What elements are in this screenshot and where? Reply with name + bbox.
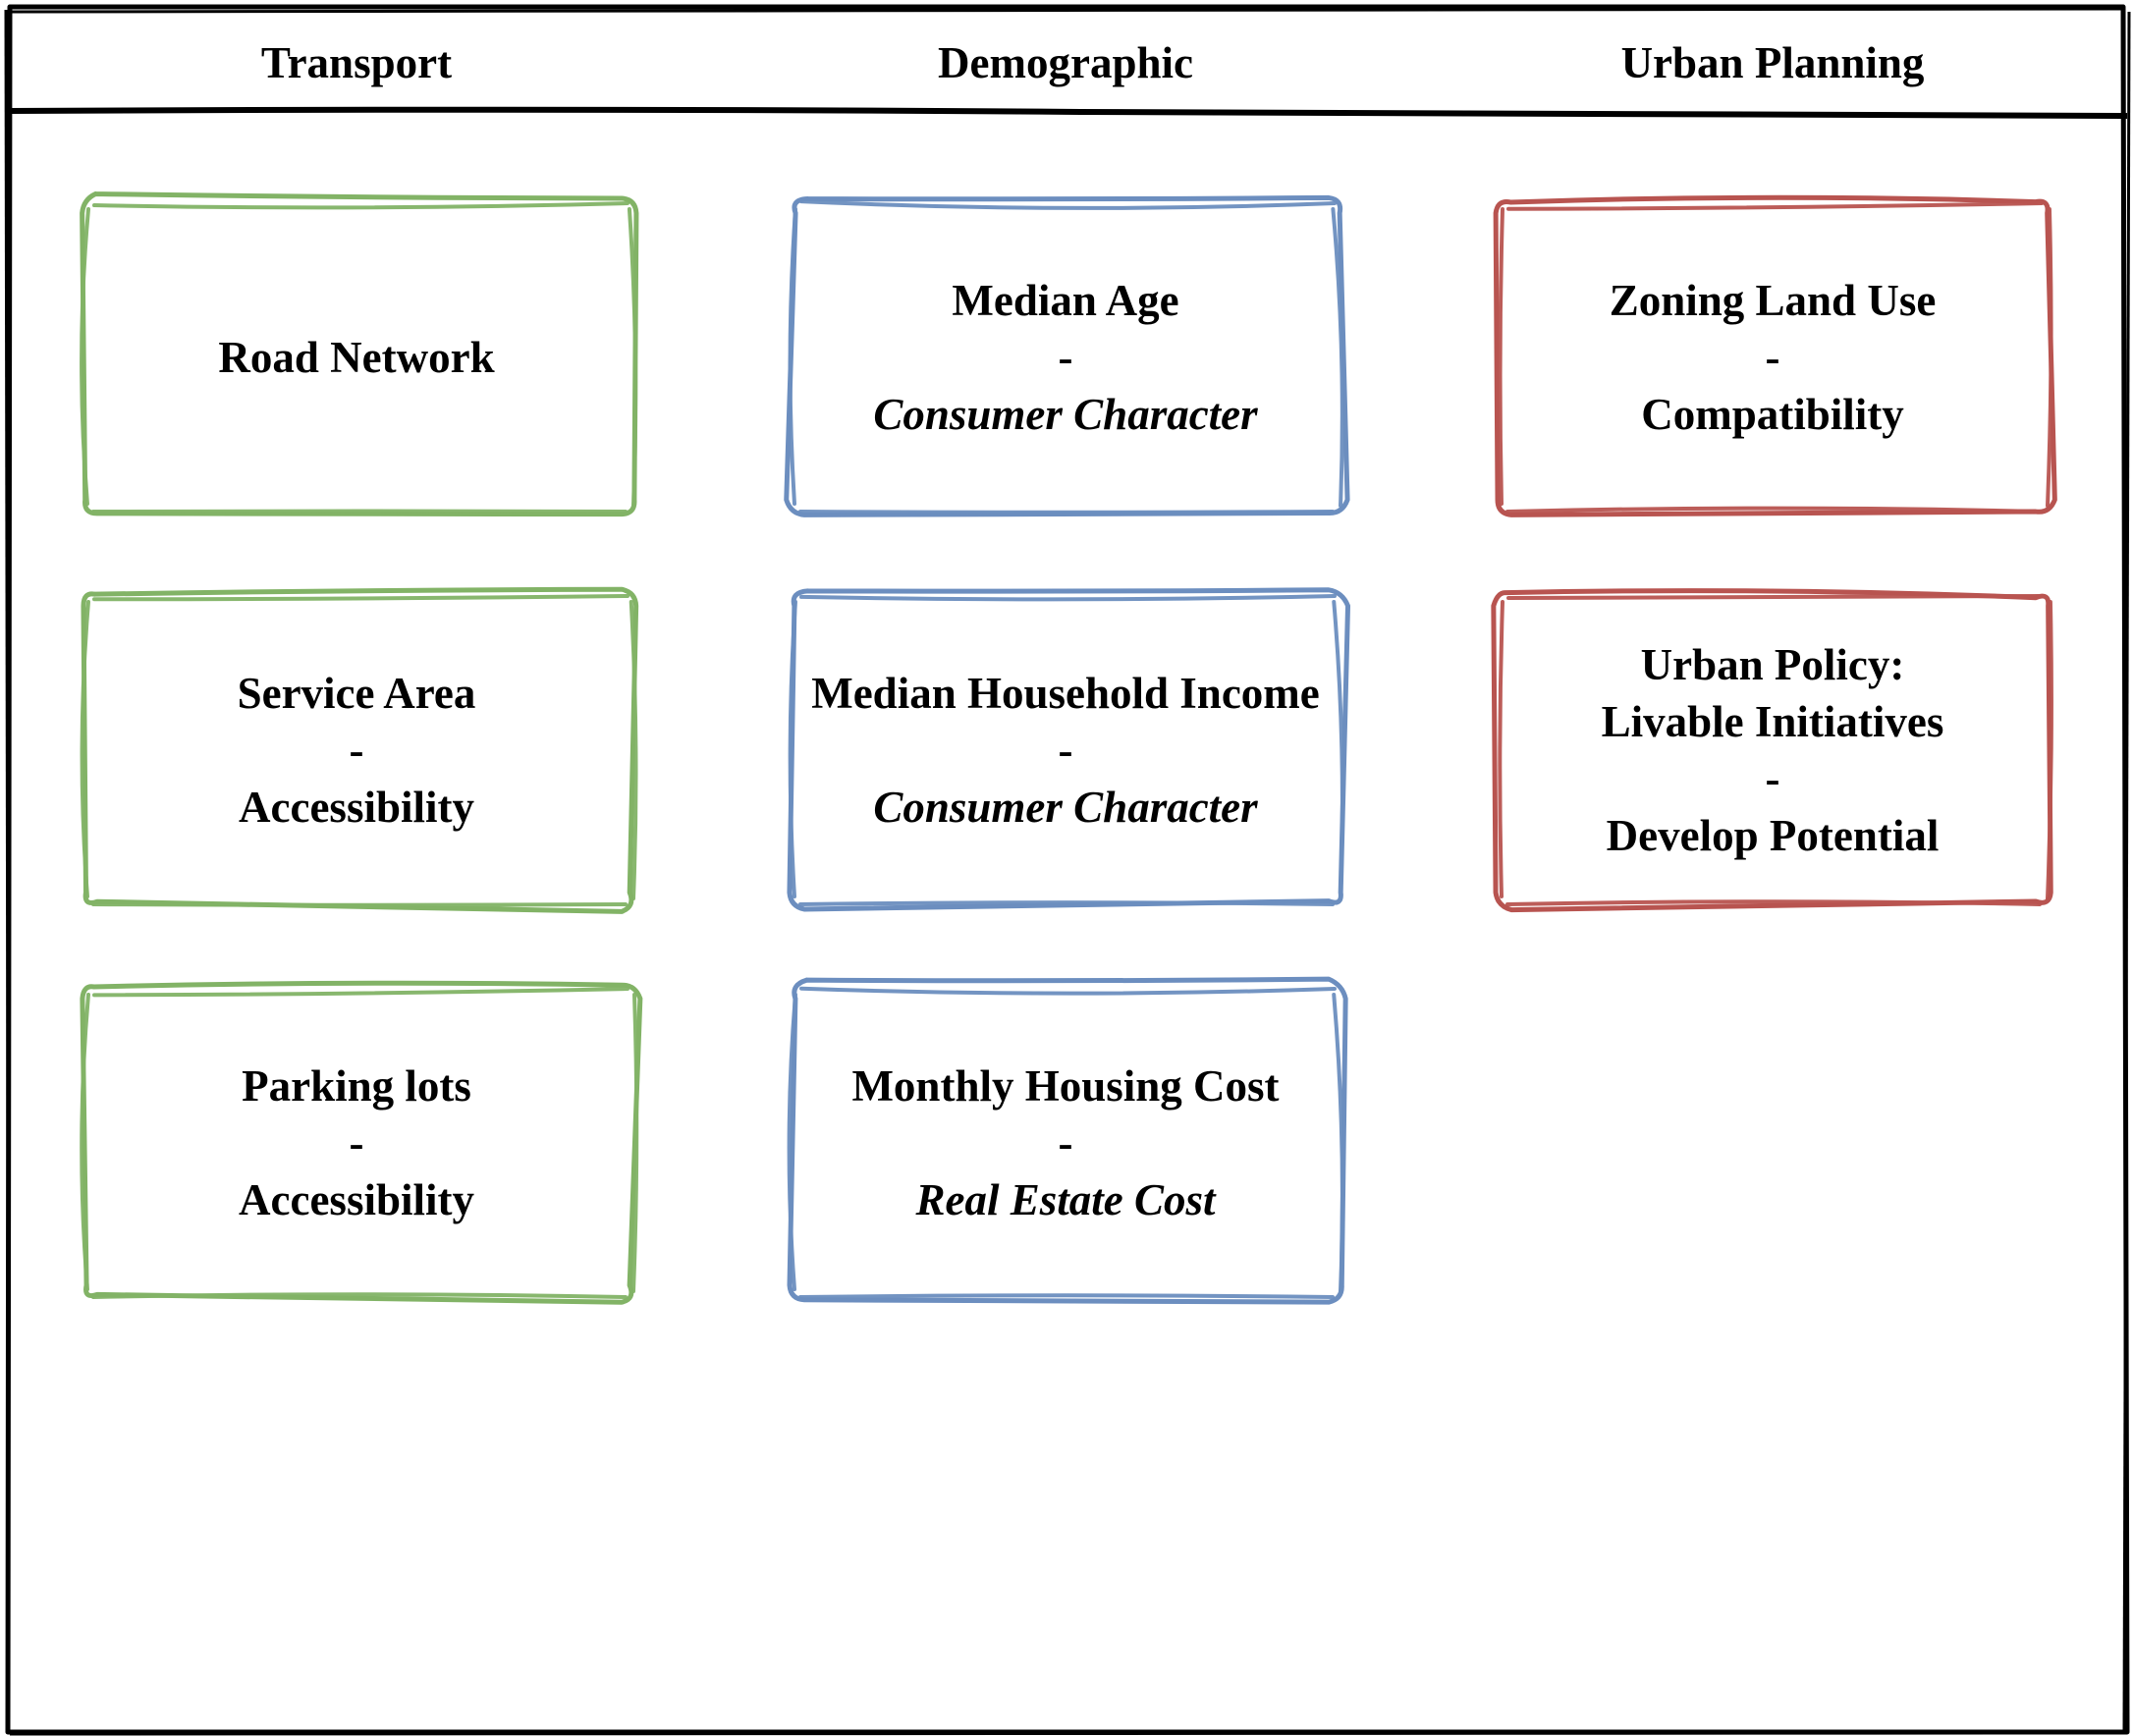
card[interactable]: Zoning Land Use - Compatibility xyxy=(1493,194,2057,517)
card[interactable]: Median Household Income - Consumer Charact… xyxy=(787,587,1351,912)
card-separator: - xyxy=(1766,754,1780,803)
column-header-transport: Transport xyxy=(261,38,452,87)
header-divider xyxy=(7,106,2128,119)
card-label: Parking lots xyxy=(242,1061,471,1111)
card-border xyxy=(80,980,643,1305)
card[interactable]: Road Network xyxy=(80,190,639,517)
card-label: Service Area xyxy=(238,669,476,718)
card-border xyxy=(80,190,639,517)
card-border xyxy=(787,587,1351,912)
card[interactable]: Urban Policy: Livable Initiatives - Develop… xyxy=(1491,588,2053,913)
card[interactable]: Monthly Housing Cost - Real Estate Cost xyxy=(787,976,1348,1305)
column-header-demographic: Demographic xyxy=(938,38,1193,87)
card-label: Monthly Housing Cost xyxy=(851,1061,1279,1111)
card-label: Zoning Land Use xyxy=(1610,276,1937,325)
card-border xyxy=(784,194,1350,517)
card-label: Consumer Character xyxy=(873,390,1258,439)
card-label: Real Estate Cost xyxy=(914,1175,1217,1224)
card-label: Develop Potential xyxy=(1607,811,1940,860)
card-label: Median Age xyxy=(952,276,1178,325)
card-label: Road Network xyxy=(218,333,494,382)
card-separator: - xyxy=(1059,1118,1073,1167)
column-header-urban: Urban Planning xyxy=(1621,38,1925,87)
card[interactable]: Parking lots - Accessibility xyxy=(80,980,643,1305)
card[interactable]: Service Area - Accessibility xyxy=(80,586,639,914)
card-border xyxy=(1491,588,2053,913)
card-label: Urban Policy: xyxy=(1641,640,1905,689)
card-separator: - xyxy=(350,726,364,775)
card-border xyxy=(80,586,639,914)
board-frame xyxy=(4,4,2131,1736)
card[interactable]: Median Age - Consumer Character xyxy=(784,194,1350,517)
card-label: Compatibility xyxy=(1641,390,1904,439)
card-border xyxy=(1493,194,2057,517)
card-label: Consumer Character xyxy=(873,783,1258,832)
card-label: Median Household Income xyxy=(811,669,1320,718)
card-border xyxy=(787,976,1348,1305)
card-separator: - xyxy=(1059,726,1073,775)
card-label: Accessibility xyxy=(239,783,474,832)
card-label: Accessibility xyxy=(239,1175,474,1224)
card-separator: - xyxy=(1059,333,1073,382)
card-separator: - xyxy=(1766,333,1780,382)
card-separator: - xyxy=(350,1118,364,1167)
card-label: Livable Initiatives xyxy=(1602,697,1944,746)
